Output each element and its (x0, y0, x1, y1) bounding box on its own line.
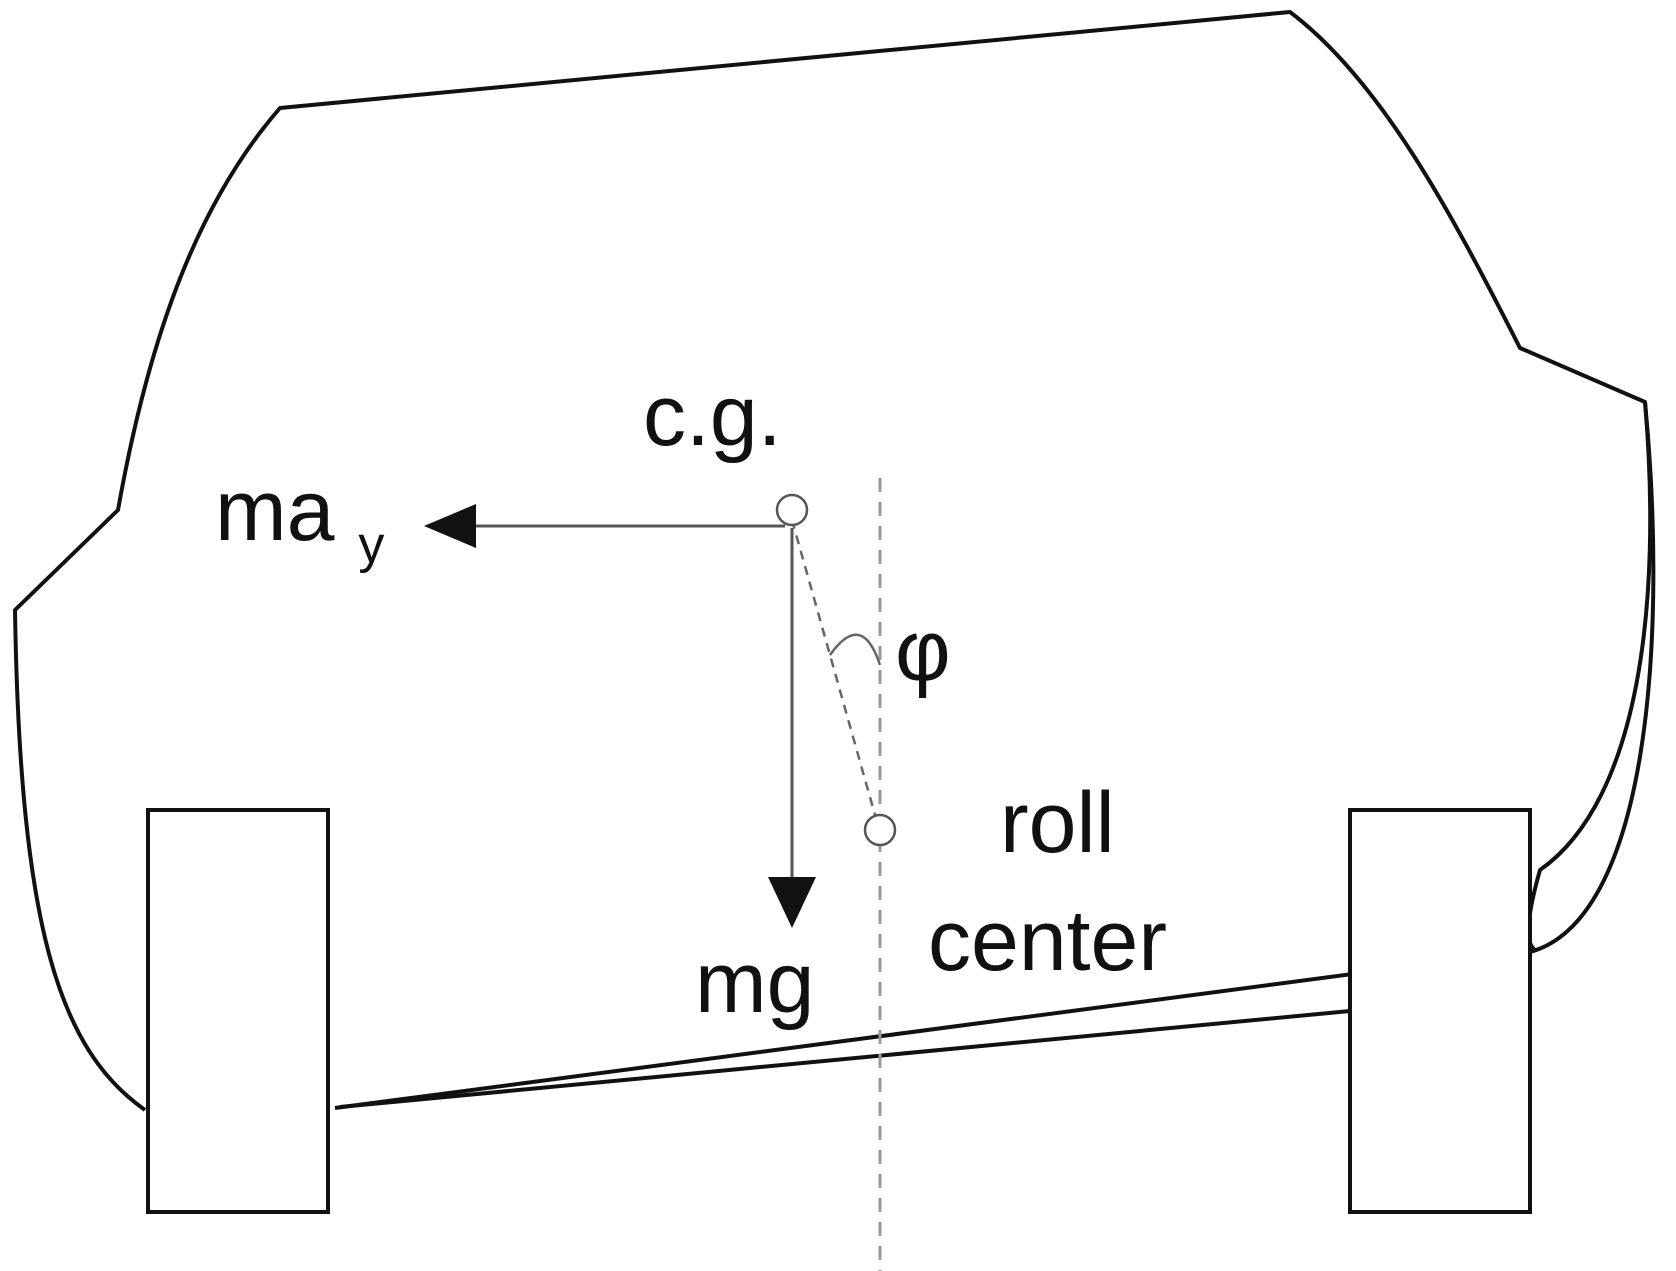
roll-center-label-line2: center (928, 893, 1167, 989)
lateral-force-label-subscript: y (358, 516, 384, 574)
roll-angle-label: φ (895, 603, 951, 699)
lateral-force-arrowhead (424, 504, 476, 548)
roll-center-point (863, 813, 897, 847)
lateral-force-label: ma y (215, 463, 384, 574)
roll-angle-arc (828, 633, 882, 666)
right-wheel (1348, 808, 1532, 1214)
cg-label: c.g. (643, 368, 782, 464)
cg-point (775, 493, 809, 527)
vehicle-floor-line (339, 1009, 1351, 1109)
lateral-force-label-main: ma (215, 463, 335, 559)
cg-to-roll-center-line (790, 519, 877, 816)
weight-label: mg (695, 935, 814, 1031)
weight-arrowhead (768, 877, 816, 928)
vehicle-rear-curve (1529, 401, 1656, 954)
vehicle-body-outline (13, 10, 1653, 1112)
roll-center-label-line1: roll (1000, 775, 1115, 871)
left-wheel (146, 808, 330, 1214)
